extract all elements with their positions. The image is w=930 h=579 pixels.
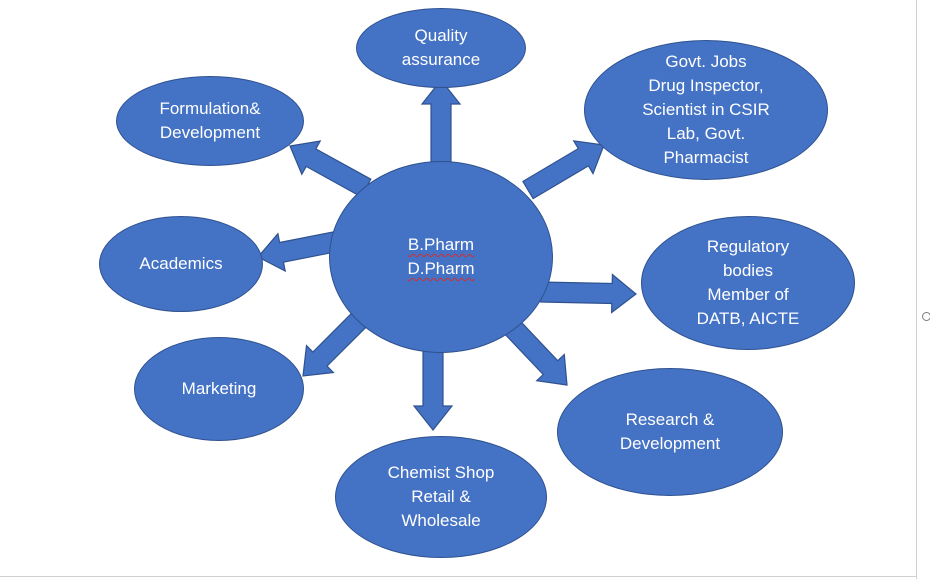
arrow-to-govt-jobs <box>522 140 605 200</box>
arrow-to-formulation-development <box>289 140 372 198</box>
node-chemist-shop-line: Wholesale <box>401 511 481 530</box>
node-research-development: Research & Development <box>557 368 783 496</box>
node-formulation-development-line: Formulation& <box>159 99 261 118</box>
node-center-line: B.Pharm <box>407 235 475 254</box>
node-govt-jobs-line: Lab, Govt. <box>666 124 746 143</box>
node-chemist-shop-line: Chemist Shop <box>387 463 495 482</box>
resize-handle[interactable] <box>922 312 930 321</box>
page-right-edge <box>916 0 917 579</box>
node-chemist-shop-line: Retail & <box>411 487 471 506</box>
arrow-to-marketing <box>302 310 369 377</box>
node-regulatory-bodies-line: Member of <box>707 285 789 304</box>
node-govt-jobs-line: Pharmacist <box>663 148 749 167</box>
node-regulatory-bodies-line: bodies <box>722 261 774 280</box>
node-academics: Academics <box>99 216 263 312</box>
node-marketing-line: Marketing <box>181 379 257 398</box>
node-quality-assurance-line: Quality <box>414 26 468 45</box>
node-govt-jobs-line: Scientist in CSIR <box>642 100 770 119</box>
node-regulatory-bodies-line: Regulatory <box>706 237 790 256</box>
arrow-to-quality-assurance <box>420 79 462 163</box>
node-research-development-line: Development <box>619 434 721 453</box>
arrow-to-chemist-shop <box>412 346 454 431</box>
node-formulation-development-line: Development <box>159 123 261 142</box>
node-govt-jobs-line: Govt. Jobs <box>665 52 747 71</box>
arrow-to-regulatory-bodies <box>540 273 637 314</box>
node-academics-line: Academics <box>139 254 223 273</box>
node-center-line: D.Pharm <box>407 259 475 278</box>
page-bottom-edge <box>0 576 917 577</box>
node-regulatory-bodies-line: DATB, AICTE <box>696 309 800 328</box>
node-quality-assurance-line: assurance <box>401 50 481 69</box>
node-govt-jobs-line: Drug Inspector, <box>648 76 764 95</box>
node-formulation-development: Formulation&Development <box>116 76 304 166</box>
node-quality-assurance: Quality assurance <box>356 8 526 88</box>
arrow-to-research-development <box>503 319 568 386</box>
node-research-development-line: Research & <box>625 410 715 429</box>
node-marketing: Marketing <box>134 337 304 441</box>
